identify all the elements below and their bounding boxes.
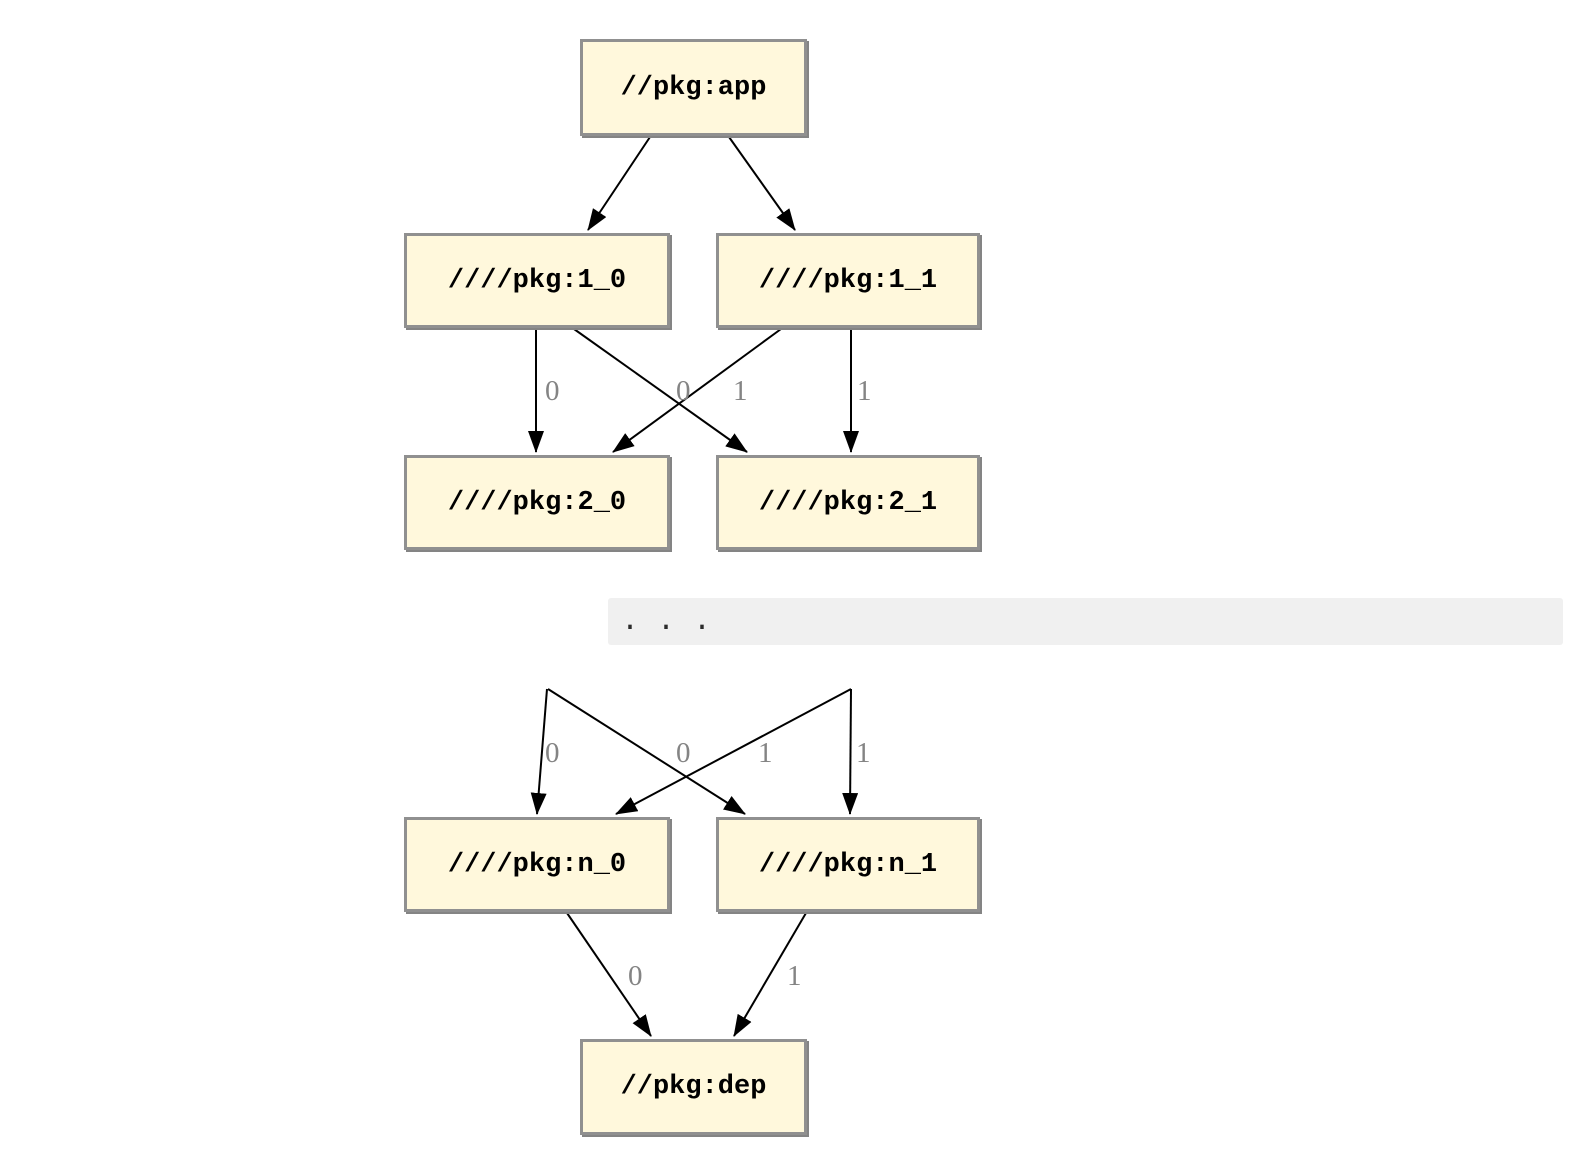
- graph-node-1-1: ////pkg:1_1: [716, 233, 980, 328]
- graph-node-dep: //pkg:dep: [580, 1039, 807, 1135]
- graph-node-2-1: ////pkg:2_1: [716, 455, 980, 550]
- edge-label-dots-to-n_0: 0: [545, 737, 560, 769]
- graph-node-n-1: ////pkg:n_1: [716, 817, 980, 912]
- edge-label-1_0-to-2_1: 1: [733, 375, 748, 407]
- node-label-2-0: ////pkg:2_0: [447, 487, 627, 518]
- node-label-1-0: ////pkg:1_0: [447, 265, 627, 296]
- edge-label-n_0-to-dep: 0: [628, 960, 643, 992]
- edge-label-dots-to-n_1-cross: 1: [758, 737, 773, 769]
- graph-node-1-0: ////pkg:1_0: [404, 233, 670, 328]
- ellipsis-text: . . .: [621, 604, 712, 639]
- node-label-n-1: ////pkg:n_1: [758, 849, 938, 880]
- edge-app-to-1_1: [728, 136, 796, 231]
- graph-node-2-0: ////pkg:2_0: [404, 455, 670, 550]
- node-label-app: //pkg:app: [620, 72, 767, 103]
- edge-1_0-to-2_1: [573, 328, 748, 453]
- edge-label-dots-to-n_1: 1: [856, 737, 871, 769]
- graph-node-n-0: ////pkg:n_0: [404, 817, 670, 912]
- edge-label-1_0-to-2_0: 0: [545, 375, 560, 407]
- edge-label-1_1-to-2_0: 0: [676, 375, 691, 407]
- edge-label-n_1-to-dep: 1: [787, 960, 802, 992]
- edge-label-1_1-to-2_1: 1: [857, 375, 872, 407]
- edge-dots-to-n_0-cross: [615, 688, 852, 815]
- ellipsis-code-block: . . .: [608, 598, 1563, 645]
- graph-node-app: //pkg:app: [580, 39, 807, 136]
- node-label-dep: //pkg:dep: [620, 1072, 767, 1102]
- edge-dots-to-n_1-cross: [547, 688, 746, 815]
- edge-dots-to-n_1: [842, 688, 859, 815]
- edge-1_1-to-2_0: [612, 328, 782, 453]
- node-label-1-1: ////pkg:1_1: [758, 265, 938, 296]
- node-label-n-0: ////pkg:n_0: [447, 849, 627, 880]
- node-label-2-1: ////pkg:2_1: [758, 487, 938, 518]
- edge-label-dots-to-n_0-cross: 0: [676, 737, 691, 769]
- edge-app-to-1_0: [587, 136, 651, 231]
